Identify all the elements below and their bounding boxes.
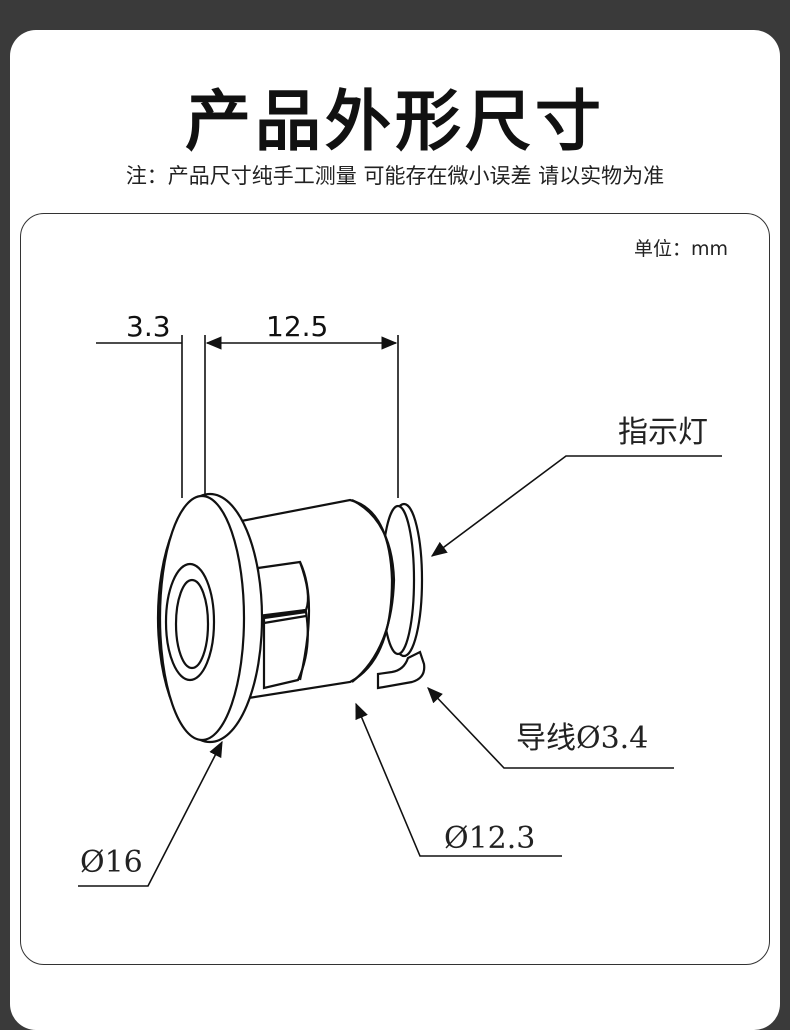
measurement-note: 注：产品尺寸纯手工测量 可能存在微小误差 请以实物为准 — [125, 164, 665, 188]
product-body — [156, 492, 426, 744]
indicator-callout: 指示灯 — [618, 415, 708, 450]
dimension-lines — [96, 335, 399, 498]
flange-thickness-label: 3.3 — [126, 310, 171, 343]
flange-diameter-callout: Ø16 — [80, 845, 143, 880]
body-diameter-callout: Ø12.3 — [444, 821, 535, 856]
wire-callout: 导线Ø3.4 — [516, 721, 648, 756]
unit-label: 单位：mm — [634, 238, 729, 260]
product-drawing: 3.3 12.5 指示灯 导线Ø3.4 Ø12.3 Ø16 — [78, 310, 722, 887]
page-title: 产品外形尺寸 — [185, 83, 605, 160]
leader-lines — [78, 455, 722, 887]
body-length-label: 12.5 — [266, 310, 328, 343]
